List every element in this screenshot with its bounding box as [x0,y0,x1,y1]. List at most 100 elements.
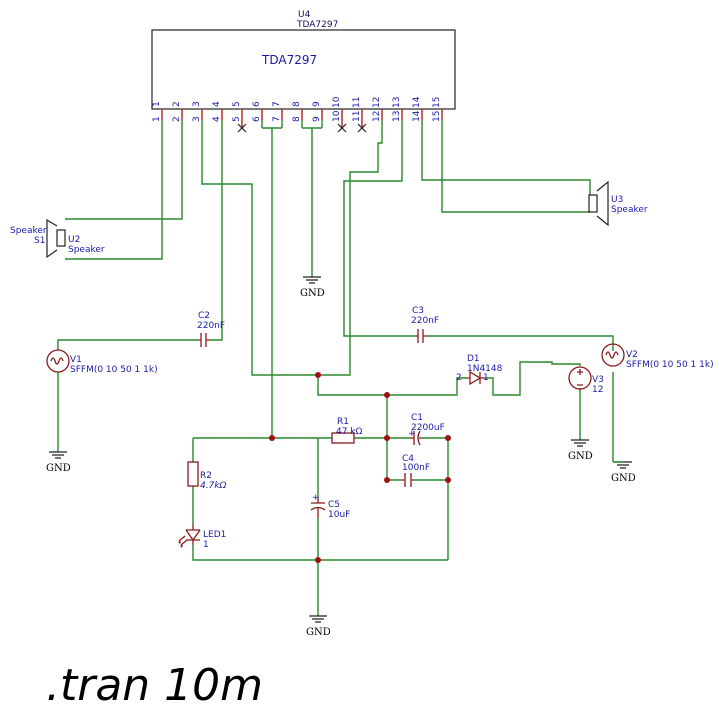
gnd-main: GND [306,615,331,638]
r1-value: 47 kΩ [336,427,363,437]
u2-num: S1 [34,236,45,246]
chip-pin-label-12: 12 [372,97,382,108]
ground-label: GND [611,473,636,484]
ground-label: GND [568,451,593,462]
c1-ref: C1 [411,413,423,423]
chip-pin-number-3: 3 [192,116,202,122]
chip-pin-label-1: 1 [152,101,162,107]
chip-pin-label-10: 10 [332,96,342,108]
chip-body-label: TDA7297 [261,53,317,67]
chip-pin-labels: 1122334455667788991010111112121313141415… [152,96,442,122]
chip-pin-number-9: 9 [312,116,322,122]
v2-value: SFFM(0 10 50 1 1k) [626,360,714,370]
c3-ref: C3 [412,306,424,316]
capacitor-c4[interactable]: C4 100nF [402,454,430,487]
chip-pin-label-14: 14 [412,96,422,108]
v3-ref: V3 [592,375,604,385]
r1-ref: R1 [337,417,349,427]
chip-pin-lines [161,109,443,128]
junction-dots [269,372,451,563]
chip-pin-label-6: 6 [252,101,262,107]
speaker-u2[interactable]: Speaker S1 U2 Speaker [10,218,105,259]
led-led1[interactable]: LED1 1 [178,524,226,550]
chip-pin-number-1: 1 [152,116,162,122]
capacitor-c3[interactable]: C3 220nF [411,306,439,343]
d1-pin-k: 1 [483,373,489,383]
wires [57,120,614,616]
chip-pin-number-8: 8 [292,116,302,122]
gnd-v3: GND [568,439,593,462]
capacitor-c5[interactable]: + C5 10uF [310,493,350,520]
chip-pin-label-5: 5 [232,101,242,107]
chip-body [151,29,456,110]
chip-value: TDA7297 [296,20,338,30]
u3-value: Speaker [611,205,648,215]
gnd-v2: GND [611,461,636,484]
chip-pin-label-3: 3 [192,101,202,107]
c2-ref: C2 [198,311,210,321]
chip-pin-number-5: 5 [232,116,242,122]
chip-pin-number-14: 14 [412,110,422,122]
chip-pin-number-13: 13 [392,111,402,122]
u2-ref: U2 [68,235,80,245]
chip-pin-label-7: 7 [272,101,282,107]
source-v2[interactable]: V2 SFFM(0 10 50 1 1k) [601,343,714,370]
c5-value: 10uF [328,510,350,520]
chip-pin-label-13: 13 [392,97,402,108]
d1-ref: D1 [467,354,480,364]
u2-side-label: Speaker [10,226,47,236]
diode-d1[interactable]: D1 1N4148 2 1 [456,354,503,386]
r2-ref: R2 [200,471,212,481]
v2-ref: V2 [626,350,638,360]
ground-label: GND [46,463,71,474]
source-v1[interactable]: V1 SFFM(0 10 50 1 1k) [46,349,158,375]
chip-pin-label-8: 8 [292,101,302,107]
chip-pin-number-7: 7 [272,116,282,122]
ground-symbols: GND GND GND GND GND [46,276,636,638]
c1-plus: + [408,429,416,439]
simulation-directive[interactable]: .tran 10m [46,660,263,711]
gnd-v1: GND [46,451,71,474]
resistor-r1[interactable]: R1 47 kΩ [331,417,363,444]
d1-value: 1N4148 [467,364,503,374]
chip-pin-number-4: 4 [212,116,222,122]
chip-pin-label-15: 15 [432,97,442,108]
capacitor-c2[interactable]: C2 220nF [197,311,225,347]
led1-value: 1 [203,540,209,550]
chip-pin-number-2: 2 [172,116,182,122]
source-v3[interactable]: V3 12 [568,366,604,395]
chip-pin-number-6: 6 [252,116,262,122]
c4-value: 100nF [402,463,430,473]
ground-label: GND [300,288,325,299]
c1-value: 2200uF [411,423,445,433]
d1-pin-a: 2 [456,373,462,383]
c5-plus: + [312,493,320,503]
chip-pin-label-2: 2 [172,101,182,107]
led1-ref: LED1 [203,530,226,540]
u2-value: Speaker [68,245,105,255]
chip-pin-label-11: 11 [352,97,362,108]
resistor-r2[interactable]: R2 4.7kΩ [187,461,227,491]
chip-pin-number-12: 12 [372,111,382,122]
no-connect-marks [237,123,367,133]
c3-value: 220nF [411,316,439,326]
chip-pin-number-11: 11 [352,111,362,122]
c2-value: 220nF [197,321,225,331]
chip-pin-label-4: 4 [212,101,222,107]
r2-value: 4.7kΩ [200,481,227,491]
chip-pin-number-15: 15 [432,111,442,122]
c5-ref: C5 [328,500,340,510]
speaker-u3[interactable]: U3 Speaker [588,180,648,227]
chip-ref: U4 [298,10,311,20]
capacitor-c1[interactable]: + C1 2200uF [408,413,445,446]
chip-pin-number-10: 10 [332,110,342,122]
ground-label: GND [306,627,331,638]
u3-ref: U3 [611,195,623,205]
gnd-pin8-9: GND [300,276,325,299]
chip-u4[interactable]: U4 TDA7297 TDA7297 [151,10,456,110]
v1-ref: V1 [70,355,82,365]
v1-value: SFFM(0 10 50 1 1k) [70,365,158,375]
v3-value: 12 [592,385,603,395]
